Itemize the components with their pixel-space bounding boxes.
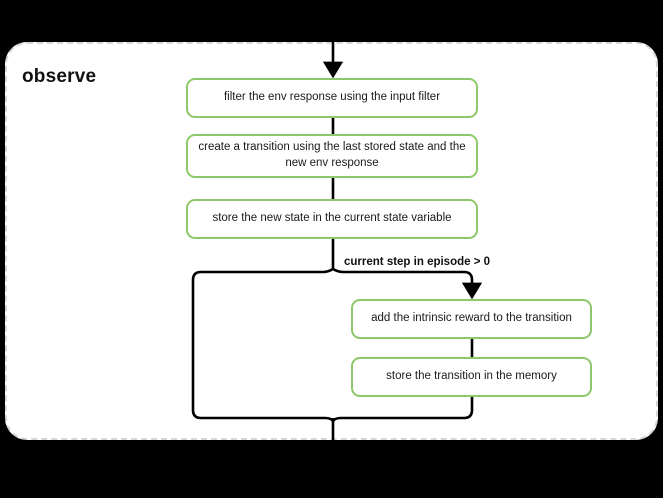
- node-create-transition[interactable]: create a transition using the last store…: [186, 134, 478, 178]
- node-store-transition-memory[interactable]: store the transition in the memory: [351, 357, 592, 397]
- node-store-new-state[interactable]: store the new state in the current state…: [186, 199, 478, 239]
- branch-condition-label: current step in episode > 0: [344, 256, 491, 268]
- observe-group-title: observe: [22, 66, 97, 87]
- node-filter-env-response[interactable]: filter the env response using the input …: [186, 78, 478, 118]
- node-add-intrinsic-reward[interactable]: add the intrinsic reward to the transiti…: [351, 299, 592, 339]
